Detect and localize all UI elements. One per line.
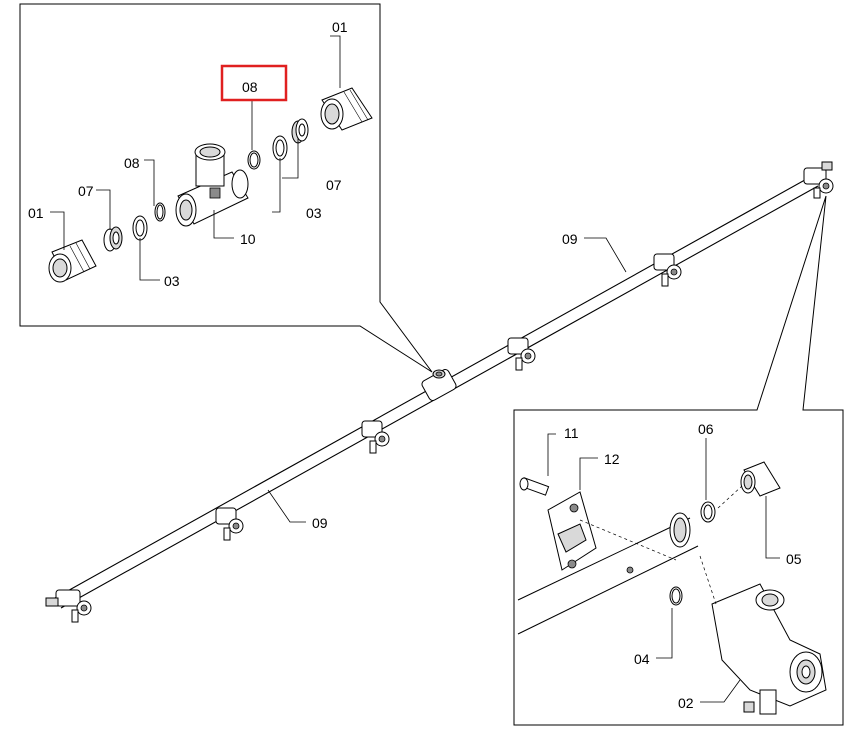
- callout-08-left: 08: [124, 155, 140, 171]
- callout-10: 10: [240, 231, 256, 247]
- callout-06: 06: [698, 421, 714, 437]
- o-ring-right: [247, 150, 261, 170]
- callout-04: 04: [634, 651, 650, 667]
- callout-02: 02: [678, 695, 694, 711]
- callout-03-right: 03: [306, 205, 322, 221]
- nozzle-assembly: [803, 161, 834, 199]
- o-ring-left: [154, 202, 166, 222]
- callout-12: 12: [604, 451, 620, 467]
- callout-08-highlighted: 08: [242, 79, 258, 95]
- o-ring-06: [700, 501, 716, 523]
- callout-labels: 01 08 08 07 01 07 03 10 03 09 09 11 12 0…: [28, 19, 802, 711]
- callout-07-left: 07: [78, 183, 94, 199]
- ring-left: [132, 215, 148, 241]
- nut-left: [48, 239, 97, 283]
- ring-right: [272, 135, 288, 161]
- highlight-box: [220, 64, 288, 102]
- nozzle-assembly: [361, 420, 390, 454]
- o-ring-04: [669, 586, 683, 606]
- nut-right: [320, 87, 373, 131]
- clamp: [547, 491, 597, 571]
- nozzle-assembly: [507, 337, 536, 371]
- nozzle-assembly: [45, 589, 92, 623]
- tee-body: [175, 143, 249, 227]
- nozzle-exploded-parts: [517, 461, 827, 715]
- bolt: [519, 477, 550, 496]
- callout-01-left: 01: [28, 205, 44, 221]
- boom-center-tee: [421, 369, 457, 401]
- leader-lines: [50, 35, 780, 703]
- nozzle-assembly: [653, 253, 682, 287]
- boom-pipe: [45, 161, 834, 623]
- collar-right: [291, 118, 309, 144]
- collar-left: [103, 226, 123, 252]
- callout-09-lower: 09: [312, 515, 328, 531]
- nozzle-assembly: [215, 507, 244, 541]
- adapter-05: [740, 461, 781, 497]
- tee-exploded-parts: [48, 87, 373, 283]
- callout-09-upper: 09: [562, 231, 578, 247]
- nozzle-body-02: [699, 555, 827, 715]
- callout-01-top-right: 01: [332, 19, 348, 35]
- callout-07-right: 07: [326, 177, 342, 193]
- callout-11: 11: [564, 425, 579, 441]
- callout-05: 05: [786, 551, 802, 567]
- callout-03-left: 03: [164, 273, 180, 289]
